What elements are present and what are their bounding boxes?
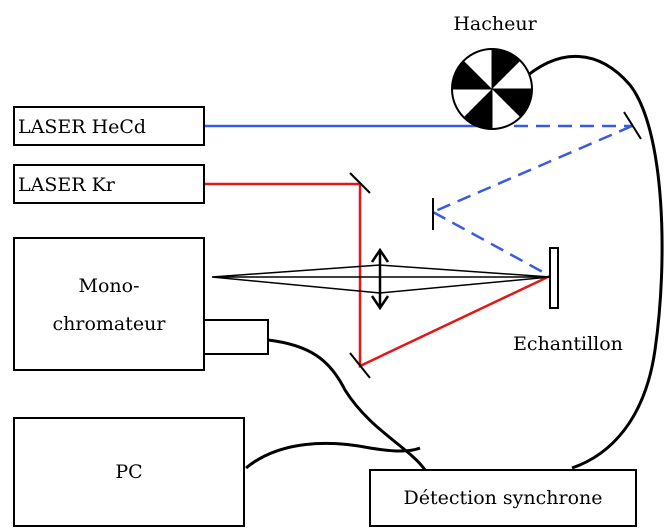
detection-synchrone-box [369,469,637,527]
monochromator-box [13,237,205,371]
mirror-top-right [623,111,642,140]
echantillon-label: Echantillon [513,333,623,355]
mirror-kr-bottom [349,352,371,379]
pc-box [13,417,245,527]
kr-beam [204,182,551,368]
detection-synchrone-label: Détection synchrone [403,487,602,509]
chopper-cable [518,55,664,470]
laser-hecd-label: LASER HeCd [18,116,146,138]
mirror-kr-top [349,172,371,194]
chopper-wheel [451,48,533,130]
detector-box [203,319,269,355]
pc-cable [245,441,421,470]
sample-holder [549,247,559,309]
monochromator-label-line2: chromateur [53,313,167,335]
laser-kr-label: LASER Kr [18,174,116,196]
monochromator-label-line1: Mono- [79,275,140,297]
laser-hecd-box [13,106,205,146]
hecd-beam-diag2 [432,210,551,278]
pc-label: PC [115,461,142,483]
lens [370,247,390,311]
hecd-beam-diag1 [432,124,633,214]
hacheur-label: Hacheur [453,13,537,35]
laser-kr-box [13,164,205,204]
